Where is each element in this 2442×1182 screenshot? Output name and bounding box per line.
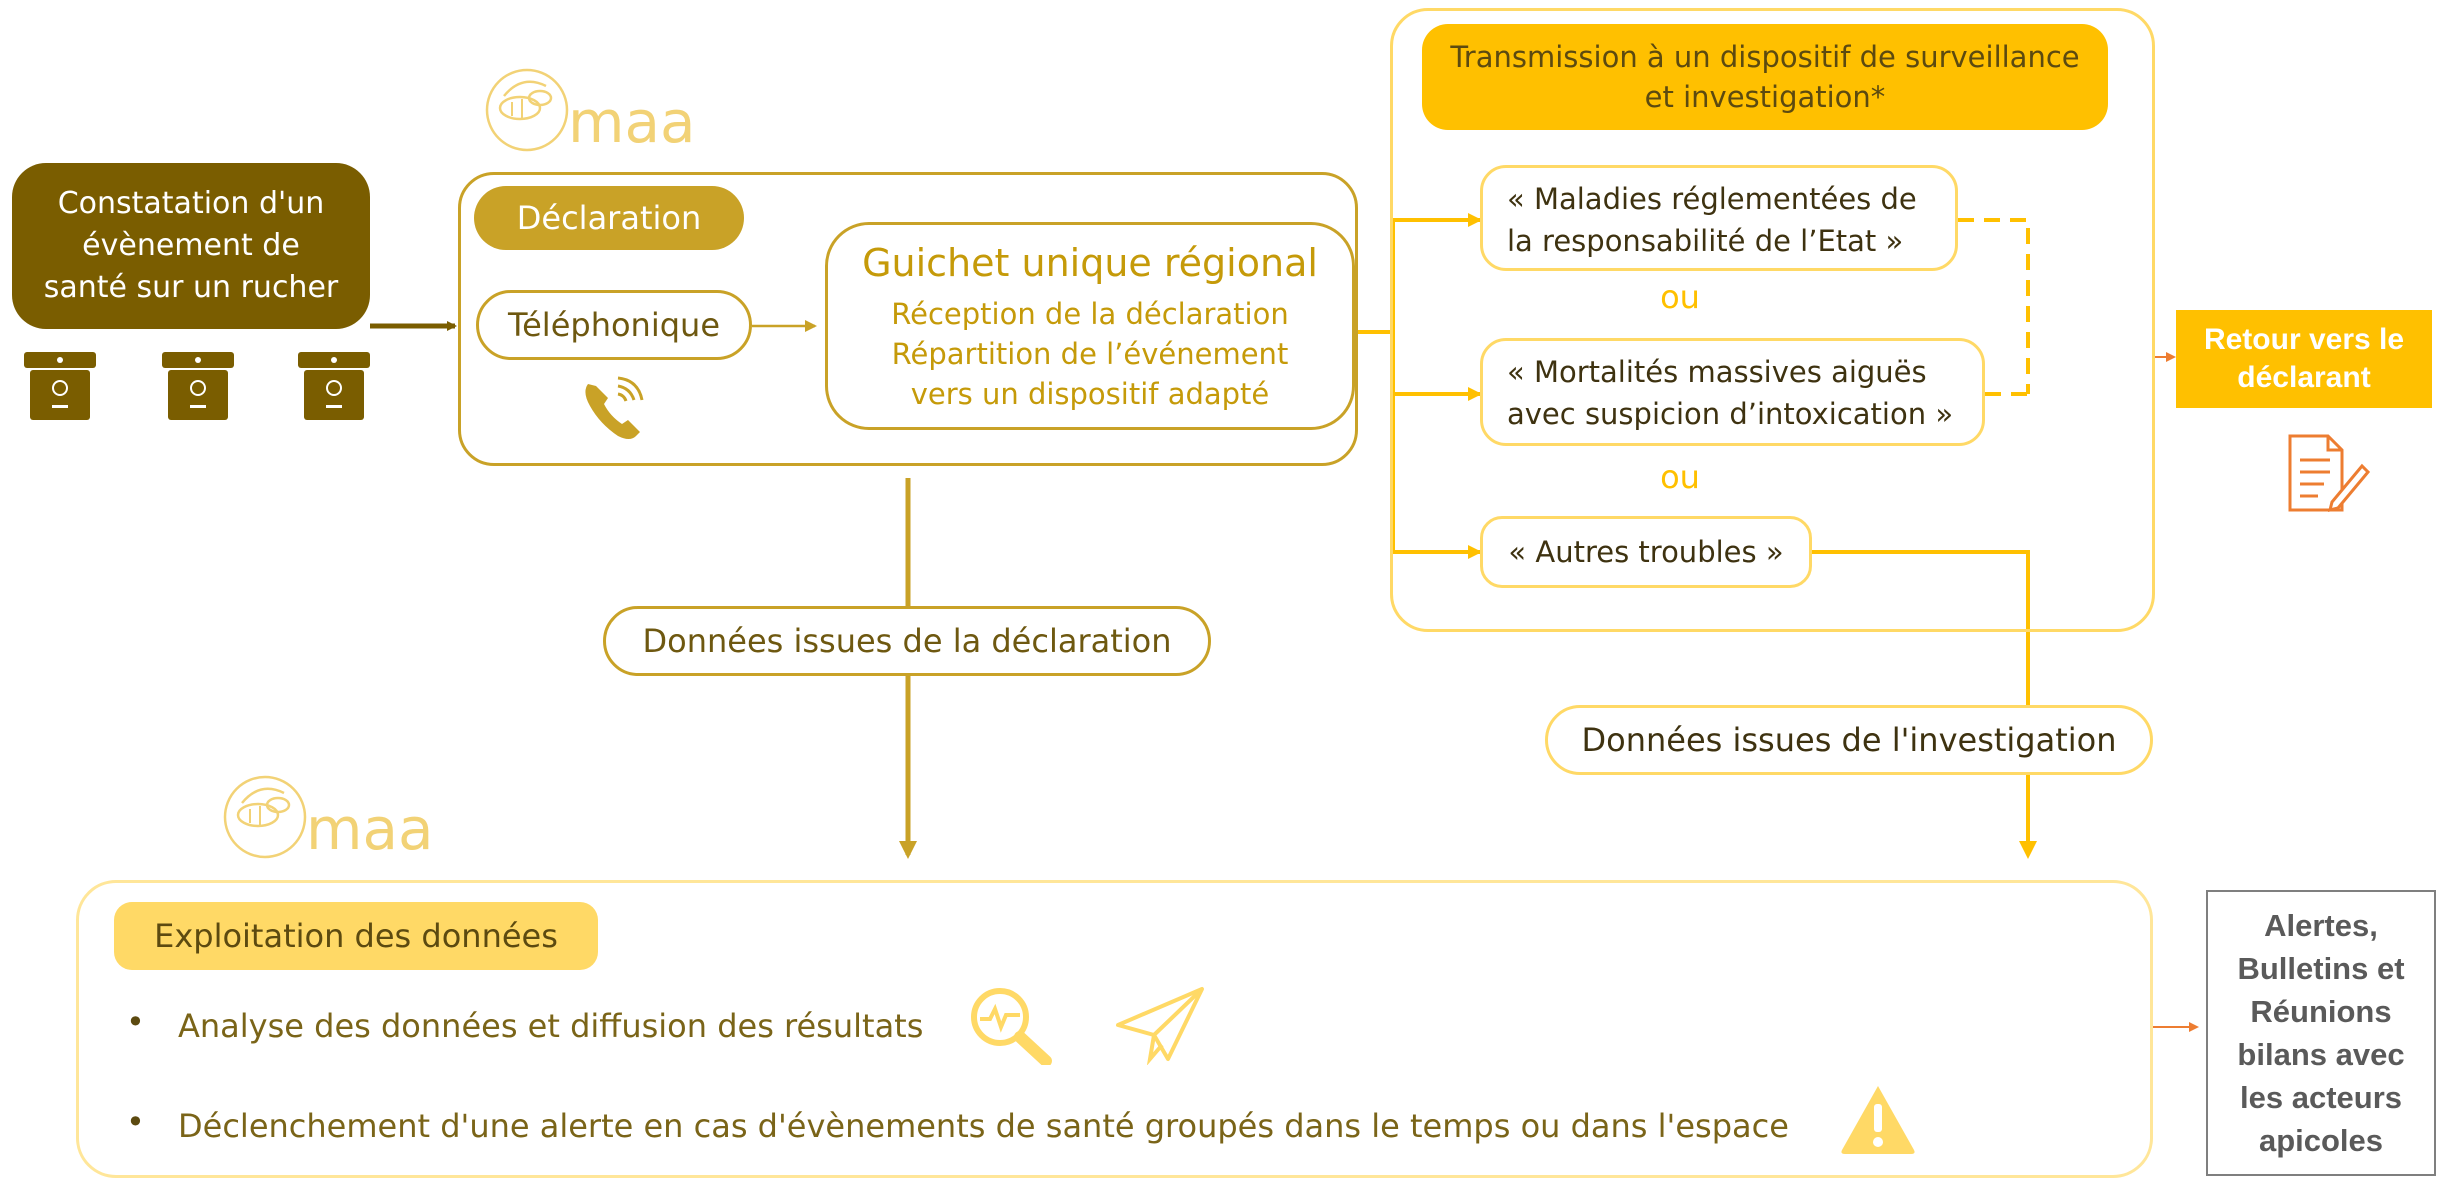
document-pen-icon xyxy=(2288,434,2370,513)
declaration-container xyxy=(458,172,1358,466)
bullet-analyse: Analyse des données et diffusion des rés… xyxy=(178,1007,924,1045)
option-autres-troubles: « Autres troubles » xyxy=(1480,516,1812,588)
declaration-header: Déclaration xyxy=(474,186,744,250)
option-text: « Maladies réglementées de la responsabi… xyxy=(1507,182,1917,258)
transmission-header: Transmission à un dispositif de surveill… xyxy=(1422,24,2108,130)
retour-declarant-box: Retour vers le déclarant xyxy=(2176,310,2432,408)
beehive-icon xyxy=(162,352,234,420)
separator-ou: ou xyxy=(1660,278,1700,316)
guichet-description: Réception de la déclaration Répartition … xyxy=(891,297,1289,411)
logo-bottom: maa xyxy=(220,765,460,865)
logo-text: maa xyxy=(306,795,434,863)
exploitation-header: Exploitation des données xyxy=(114,902,598,970)
transmission-container xyxy=(1390,8,2155,632)
option-text: « Mortalités massives aiguës avec suspic… xyxy=(1507,355,1954,431)
data-investigation-label: Données issues de l'investigation xyxy=(1545,705,2153,775)
bee-logo-icon xyxy=(485,68,569,152)
dashed-connector-options xyxy=(1958,218,2030,396)
output-alertes-box: Alertes, Bulletins et Réunions bilans av… xyxy=(2206,890,2436,1176)
bullet: • xyxy=(126,1103,145,1141)
start-event-box: Constatation d'un évènement de santé sur… xyxy=(12,163,370,329)
warning-icon xyxy=(1841,1086,1915,1154)
beehive-icons xyxy=(24,352,370,420)
guichet-box: Guichet unique régional Réception de la … xyxy=(825,222,1355,430)
exploitation-container xyxy=(76,880,2153,1178)
beehive-icon xyxy=(24,352,96,420)
bullet-alerte: Déclenchement d'une alerte en cas d'évèn… xyxy=(178,1107,1789,1145)
logo-top: maa xyxy=(482,58,722,158)
connector-guichet-to-options xyxy=(1358,220,1395,552)
data-declaration-label: Données issues de la déclaration xyxy=(603,606,1211,676)
option-mortalites: « Mortalités massives aiguës avec suspic… xyxy=(1480,338,1985,446)
logo-text: maa xyxy=(568,88,696,156)
guichet-title: Guichet unique régional xyxy=(862,241,1318,285)
bee-logo-icon xyxy=(223,775,307,859)
separator-ou: ou xyxy=(1660,458,1700,496)
beehives xyxy=(22,350,372,424)
option-maladies: « Maladies réglementées de la responsabi… xyxy=(1480,165,1958,271)
phone-icon xyxy=(585,376,644,439)
magnifier-pulse-icon xyxy=(971,988,1052,1065)
beehive-icon xyxy=(298,352,370,420)
channel-telephonique: Téléphonique xyxy=(476,290,752,360)
paper-plane-icon xyxy=(1116,987,1204,1065)
bullet: • xyxy=(126,1003,145,1041)
